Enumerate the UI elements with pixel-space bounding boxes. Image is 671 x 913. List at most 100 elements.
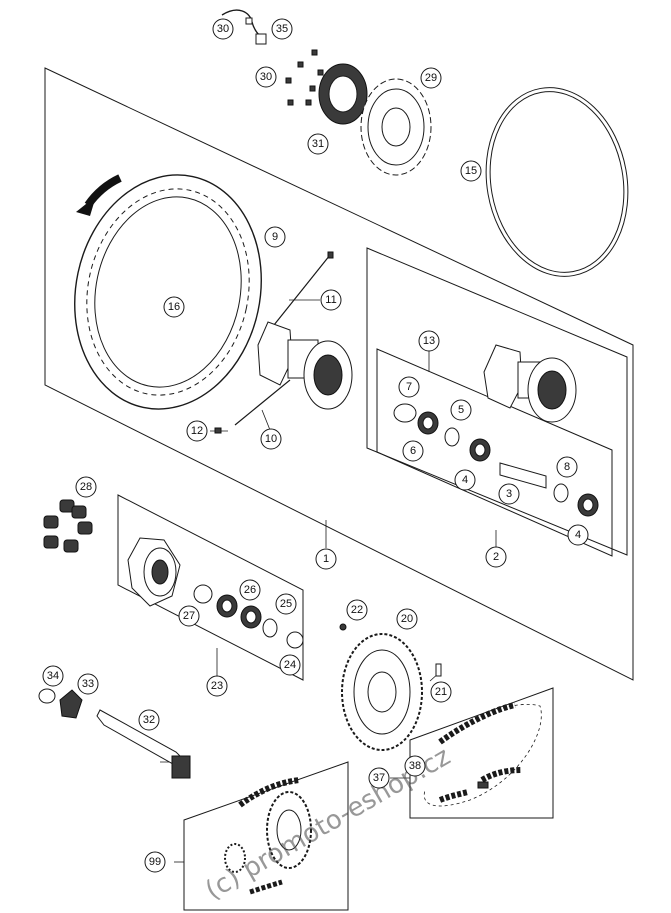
callout-c16: 16 [163, 296, 185, 318]
callout-circle [271, 18, 293, 40]
rim-band [485, 87, 629, 277]
callout-label: 34 [47, 670, 59, 682]
sprocket-carrier-panel [117, 494, 304, 681]
callout-c8: 8 [556, 456, 578, 478]
callout-label: 7 [406, 381, 412, 393]
callout-circle [144, 851, 166, 873]
callout-label: 30 [260, 71, 272, 83]
callout-label: 23 [211, 680, 223, 692]
callout-label: 20 [401, 613, 413, 625]
callout-label: 13 [423, 335, 435, 347]
callout-circle [396, 608, 418, 630]
callout-c7: 7 [398, 376, 420, 398]
callout-c35: 35 [271, 18, 293, 40]
callout-label: 31 [312, 138, 324, 150]
callout-circle [404, 755, 426, 777]
callout-label: 8 [564, 461, 570, 473]
callout-circle [498, 483, 520, 505]
callout-c12: 12 [186, 420, 208, 442]
callout-label: 4 [575, 529, 581, 541]
rear-sprocket [339, 623, 442, 751]
callout-c6: 6 [402, 440, 424, 462]
callout-c2: 2 [485, 546, 507, 568]
wheel-assembly-panel [44, 67, 634, 681]
callout-c9: 9 [264, 226, 286, 248]
speed-sensor-cable [221, 9, 267, 45]
rubber-dampers [43, 499, 93, 553]
callout-circle [178, 605, 200, 627]
callout-circle [368, 767, 390, 789]
callout-circle [307, 133, 329, 155]
callout-circle [402, 440, 424, 462]
callout-c15: 15 [460, 160, 482, 182]
callout-label: 3 [506, 488, 512, 500]
callout-c29: 29 [420, 67, 442, 89]
callout-circle [42, 665, 64, 687]
callout-c1: 1 [315, 548, 337, 570]
callout-circle [398, 376, 420, 398]
callout-c26: 26 [239, 579, 261, 601]
callout-c5: 5 [450, 399, 472, 421]
callout-circle [485, 546, 507, 568]
callout-c37: 37 [368, 767, 390, 789]
callout-label: 22 [351, 604, 363, 616]
callout-label: 1 [323, 553, 329, 565]
callout-c38: 38 [404, 755, 426, 777]
callout-circle [163, 296, 185, 318]
callout-circle [255, 66, 277, 88]
callout-circle [264, 226, 286, 248]
callout-circle [320, 289, 342, 311]
callout-label: 5 [458, 404, 464, 416]
callout-label: 9 [272, 231, 278, 243]
chain-kit [224, 777, 312, 895]
callout-c34: 34 [42, 665, 64, 687]
sensor-ring [318, 63, 368, 125]
callout-c25: 25 [275, 593, 297, 615]
callout-c30a: 30 [212, 18, 234, 40]
callout-label: 24 [284, 659, 296, 671]
callout-circle [418, 330, 440, 352]
callout-c30b: 30 [255, 66, 277, 88]
callout-label: 2 [493, 551, 499, 563]
callout-c23: 23 [206, 675, 228, 697]
callout-c4a: 4 [454, 469, 476, 491]
callout-label: 33 [82, 678, 94, 690]
chain-kit-panel [183, 761, 349, 911]
callout-circle [315, 548, 337, 570]
hub-bearing-panel [376, 348, 613, 557]
callout-label: 4 [462, 474, 468, 486]
hub-assembly-panel [366, 247, 628, 556]
callout-label: 27 [183, 610, 195, 622]
callout-circle [186, 420, 208, 442]
rotation-arrow-icon [76, 174, 122, 216]
callout-label: 12 [191, 425, 203, 437]
callout-c31: 31 [307, 133, 329, 155]
callout-label: 99 [149, 856, 161, 868]
callout-label: 28 [80, 481, 92, 493]
callout-circle [275, 593, 297, 615]
callout-label: 15 [465, 165, 477, 177]
callout-label: 32 [143, 714, 155, 726]
callout-circle [138, 709, 160, 731]
callout-label: 37 [373, 772, 385, 784]
sprocket-carrier [127, 537, 304, 649]
callout-c28: 28 [75, 476, 97, 498]
callout-label: 10 [265, 433, 277, 445]
callout-c33: 33 [77, 673, 99, 695]
callout-circle [260, 428, 282, 450]
callout-circle [239, 579, 261, 601]
brake-disc-bolts [285, 49, 324, 106]
callout-label: 6 [410, 445, 416, 457]
callout-c27: 27 [178, 605, 200, 627]
callout-label: 21 [435, 686, 447, 698]
drive-chain [423, 702, 542, 807]
brake-disc [360, 78, 432, 176]
hub-body [483, 344, 577, 423]
callout-label: 16 [168, 301, 180, 313]
callout-circle [460, 160, 482, 182]
callout-c22: 22 [346, 599, 368, 621]
callout-circle [77, 673, 99, 695]
callout-c20: 20 [396, 608, 418, 630]
